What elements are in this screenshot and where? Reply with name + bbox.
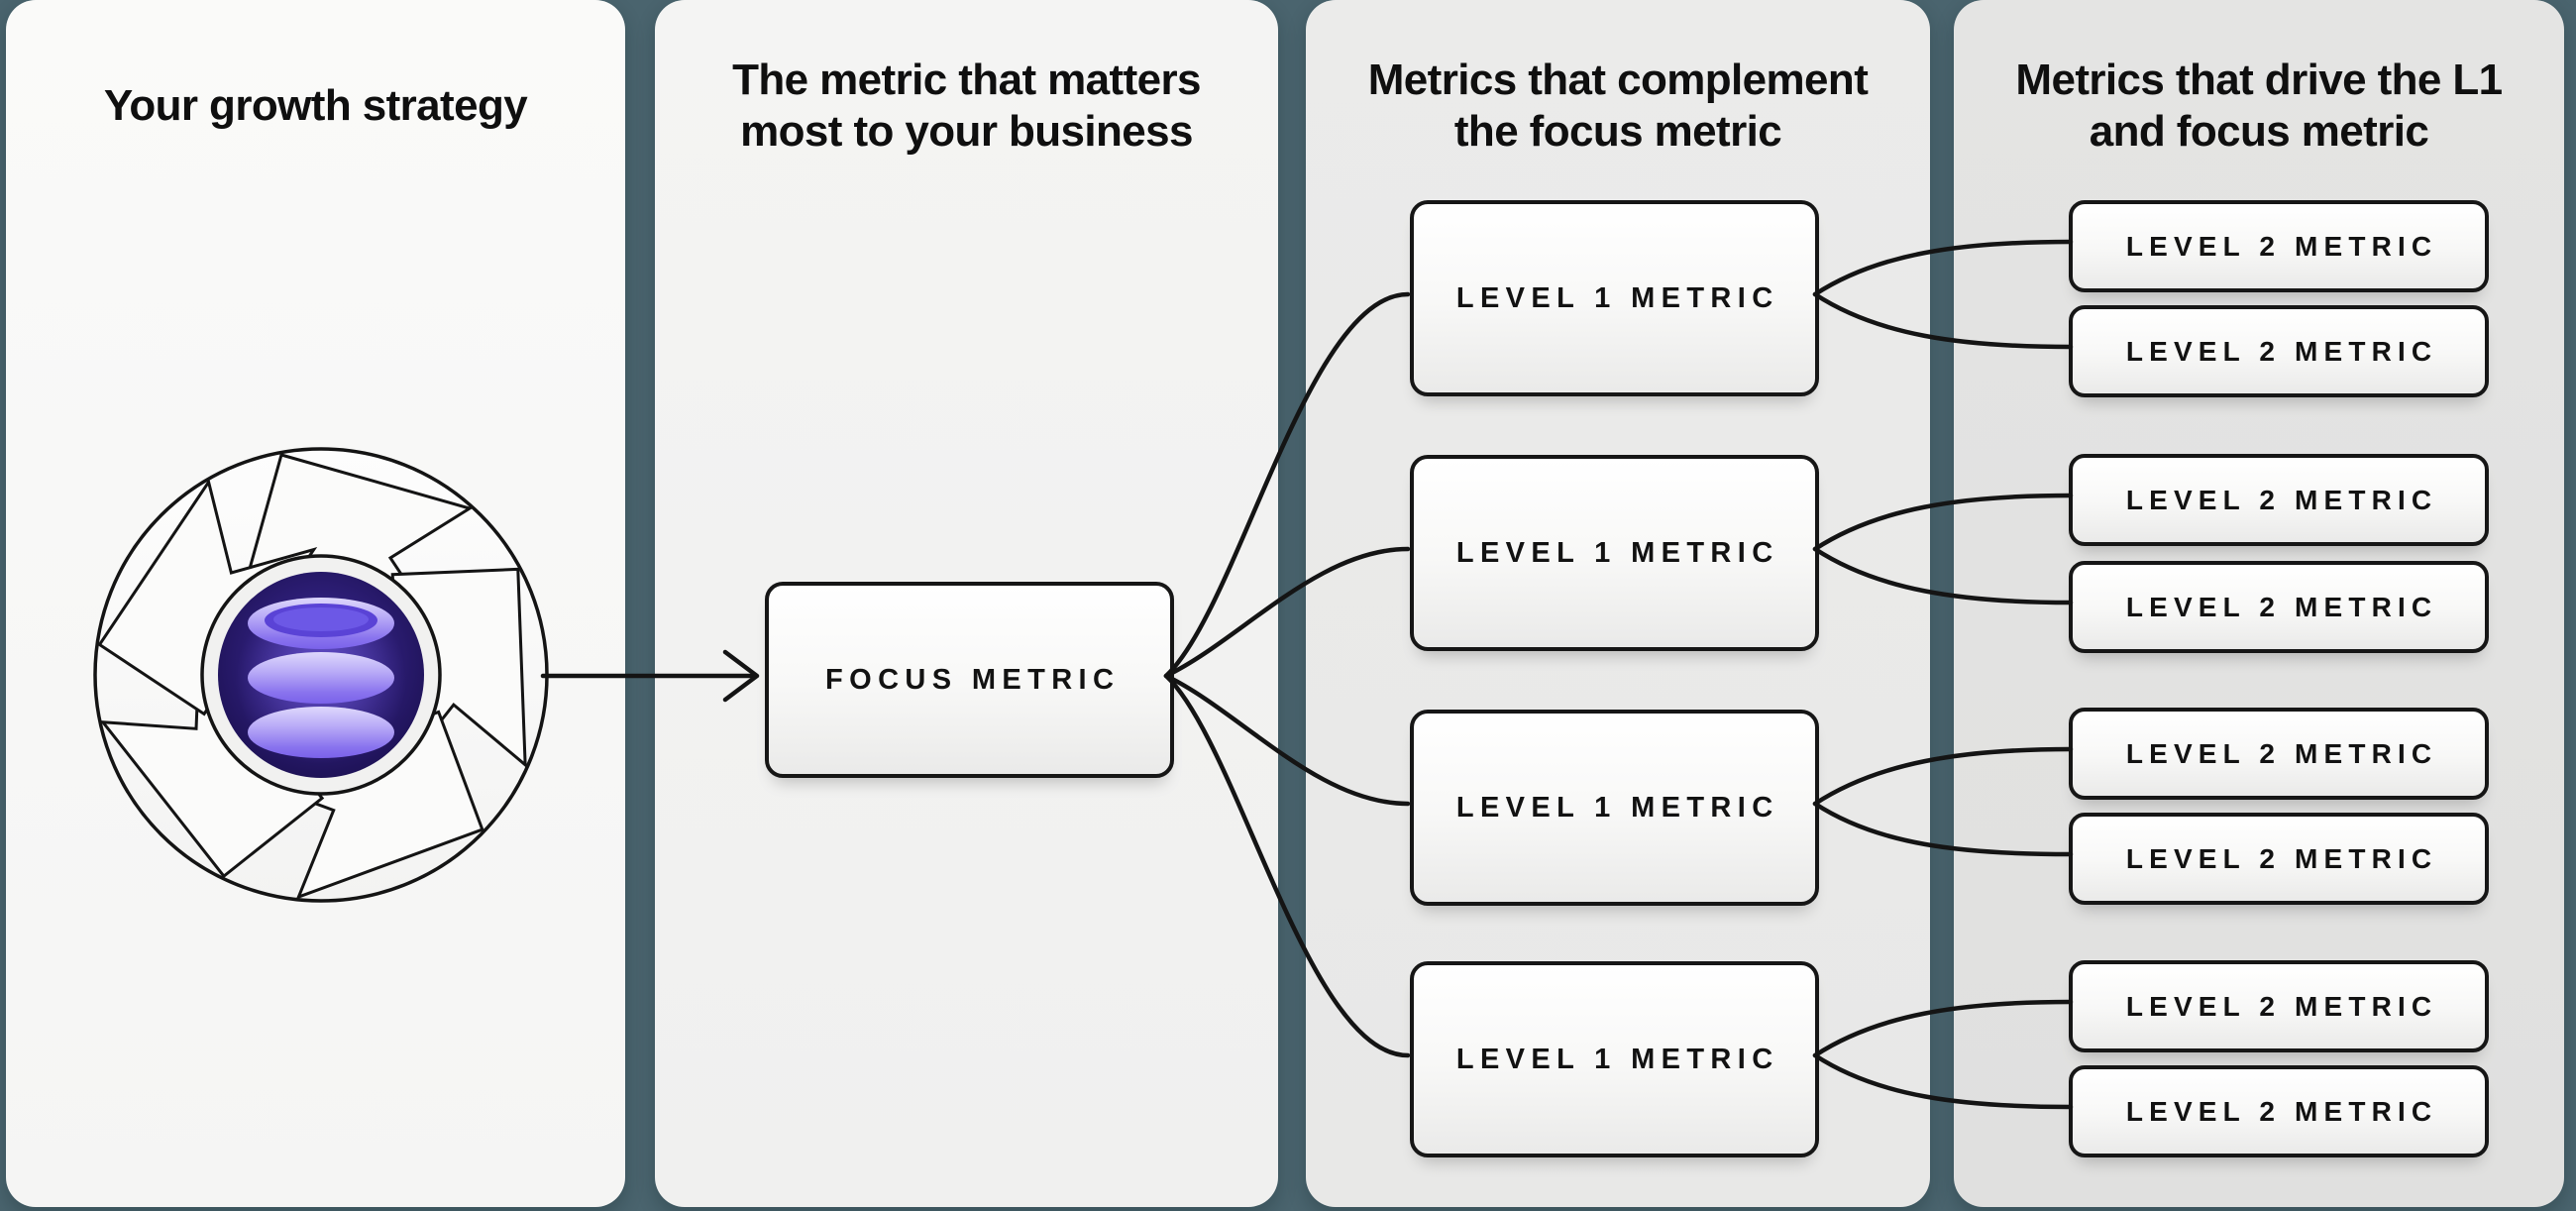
panel-title: Your growth strategy — [6, 50, 625, 163]
cycle-blades — [97, 453, 527, 900]
level2-metric-node-6: LEVEL 2 METRIC — [2069, 813, 2489, 905]
level2-metric-node-4: LEVEL 2 METRIC — [2069, 561, 2489, 653]
panel-title-line: Metrics that drive the L1 — [2015, 55, 2503, 104]
level2-metric-node-8: LEVEL 2 METRIC — [2069, 1065, 2489, 1157]
level2-metric-node-2: LEVEL 2 METRIC — [2069, 305, 2489, 397]
panel-title-line: Your growth strategy — [103, 81, 528, 130]
level2-metric-node-3: LEVEL 2 METRIC — [2069, 454, 2489, 546]
panel-title-line: The metric that matters — [732, 55, 1201, 104]
panel-title: The metric that matters most to your bus… — [655, 50, 1278, 163]
panel-title: Metrics that complement the focus metric — [1306, 50, 1930, 163]
level1-metric-node-3: LEVEL 1 METRIC — [1410, 710, 1819, 906]
level1-metric-node-4: LEVEL 1 METRIC — [1410, 961, 1819, 1157]
focus-metric-node: FOCUS METRIC — [765, 582, 1174, 778]
growth-cycle-icon — [93, 447, 549, 903]
database-icon — [248, 598, 394, 758]
panel-title-line: Metrics that complement — [1367, 55, 1869, 104]
level1-metric-node-2: LEVEL 1 METRIC — [1410, 455, 1819, 651]
level2-metric-node-5: LEVEL 2 METRIC — [2069, 708, 2489, 800]
panel-title-line: the focus metric — [1453, 107, 1782, 156]
level1-metric-node-1: LEVEL 1 METRIC — [1410, 200, 1819, 396]
level2-metric-node-7: LEVEL 2 METRIC — [2069, 960, 2489, 1052]
panel-growth-strategy: Your growth strategy — [6, 0, 625, 1207]
panel-title: Metrics that drive the L1 and focus metr… — [1954, 50, 2564, 163]
level2-metric-node-1: LEVEL 2 METRIC — [2069, 200, 2489, 292]
panel-title-line: most to your business — [740, 107, 1193, 156]
panel-title-line: and focus metric — [2089, 107, 2429, 156]
